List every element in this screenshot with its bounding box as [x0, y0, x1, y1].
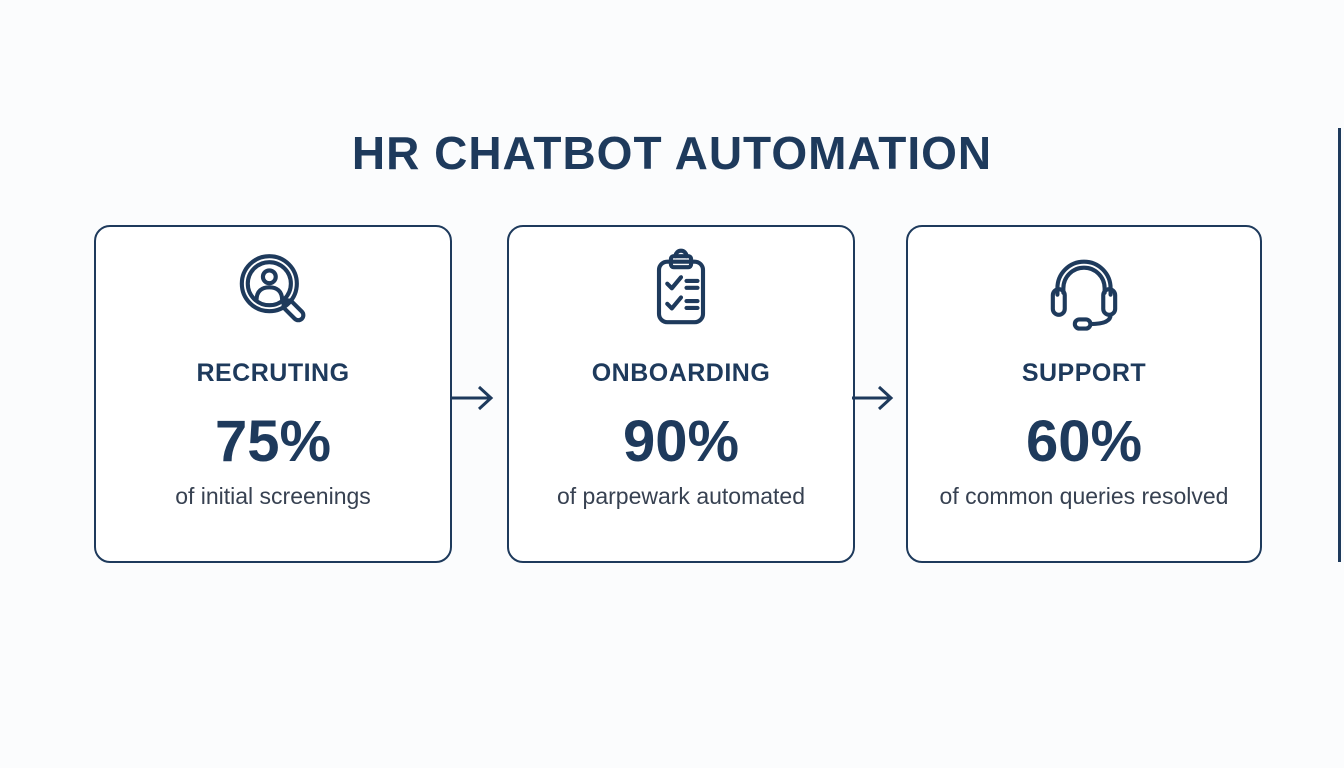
clipboard-checklist-icon: [636, 247, 726, 335]
card-support-value: 60%: [1025, 409, 1143, 474]
magnifier-person-icon: [228, 247, 318, 335]
card-onboarding-label: ONBOARDING: [591, 359, 771, 387]
headset-icon: [1039, 247, 1129, 335]
card-recruiting-value: 75%: [214, 409, 332, 474]
card-recruiting: RECRUTING 75% of initial screenings: [94, 225, 452, 563]
flow-arrow-icon: [852, 385, 894, 411]
card-recruiting-label: RECRUTING: [196, 359, 350, 387]
card-recruiting-description: of initial screenings: [175, 483, 371, 509]
card-support: SUPPORT 60% of common queries resolved: [906, 225, 1262, 563]
right-edge-partial-border: [1338, 128, 1341, 562]
card-support-description: of common queries resolved: [939, 483, 1229, 509]
flow-arrow-icon: [452, 385, 494, 411]
card-support-label: SUPPORT: [1021, 359, 1147, 387]
page-title: HR CHATBOT AUTOMATION: [351, 127, 993, 179]
card-onboarding: ONBOARDING 90% of parpewark automated: [507, 225, 855, 563]
card-onboarding-value: 90%: [622, 409, 740, 474]
card-onboarding-description: of parpewark automated: [556, 483, 806, 509]
